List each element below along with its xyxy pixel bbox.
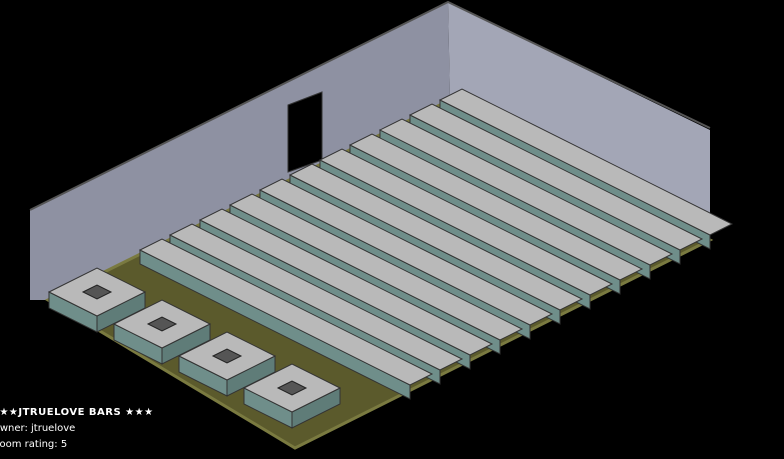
door[interactable] (287, 91, 323, 173)
bar-counter[interactable] (47, 267, 147, 333)
room-owner: Owner: jtruelove (0, 423, 76, 434)
wall-edge (29, 0, 711, 211)
bar-counter[interactable] (242, 363, 342, 429)
bench-top (438, 88, 734, 236)
counter-well (146, 316, 178, 332)
room-name: ★★★JTRUELOVE BARS ★★★ (0, 407, 154, 418)
bench-top (198, 208, 494, 356)
bench-top (348, 133, 644, 281)
bench-top (288, 163, 584, 311)
bench[interactable] (138, 238, 434, 400)
bench-top (228, 193, 524, 341)
counter-well (276, 380, 308, 396)
bench-top (138, 238, 434, 386)
room-rating: Room rating: 5 (0, 439, 68, 450)
bench-top (258, 178, 554, 326)
left-wall (30, 2, 450, 300)
bench-top (168, 223, 464, 371)
bench-top (318, 148, 614, 296)
bar-counter[interactable] (177, 331, 277, 397)
bench-top (408, 103, 704, 251)
bench-top (378, 118, 674, 266)
bar-counter[interactable] (112, 299, 212, 365)
counter-well (81, 284, 113, 300)
counter-well (211, 348, 243, 364)
